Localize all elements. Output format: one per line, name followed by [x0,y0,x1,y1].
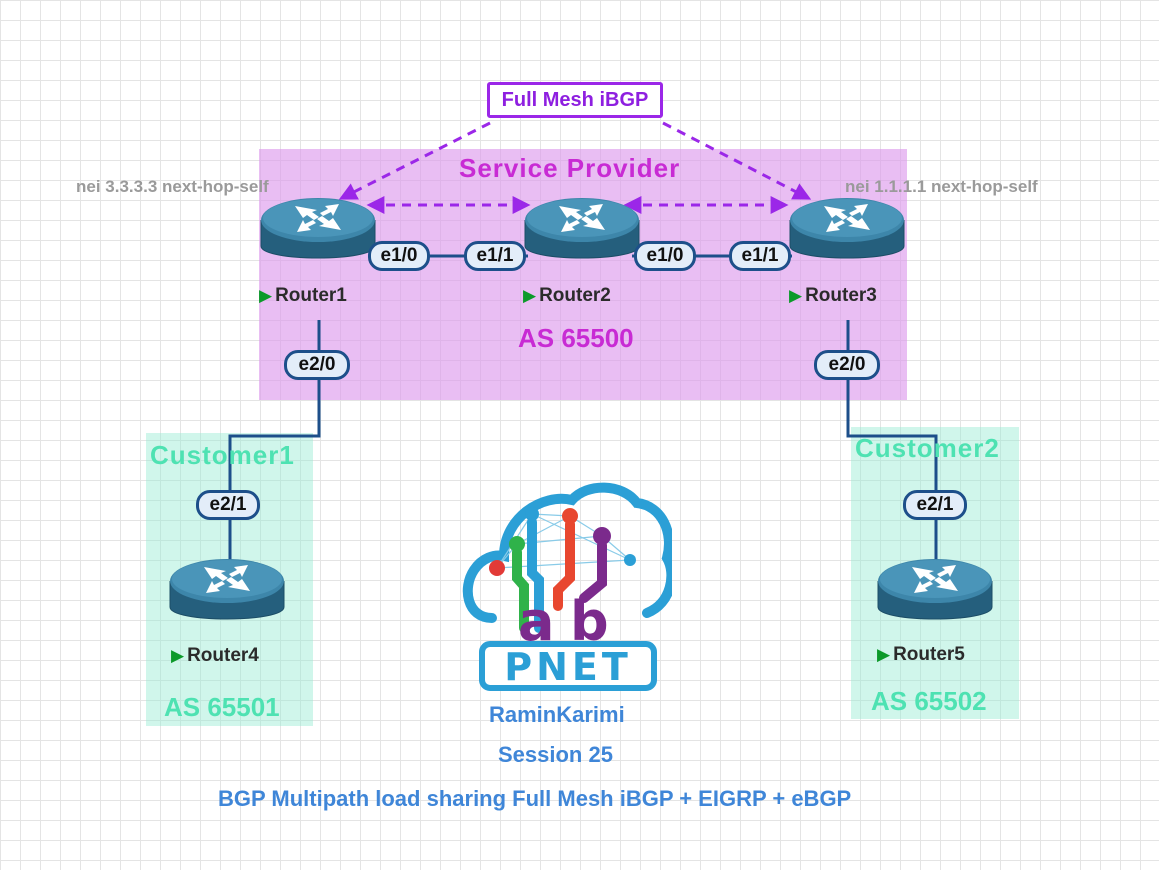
router4-label[interactable]: ▶Router4 [171,645,259,667]
iface-r5-e2-1: e2/1 [903,490,967,520]
router1-icon[interactable] [259,196,377,270]
iface-r1-e2-0: e2/0 [284,350,350,380]
iface-r3-e1-1: e1/1 [729,241,791,271]
router3-icon[interactable] [788,196,906,270]
pnetlab-logo: a b PNET [462,482,672,691]
router4-icon[interactable] [168,557,286,631]
router2-icon[interactable] [523,196,641,270]
router2-label[interactable]: ▶Router2 [523,285,611,307]
customer2-title: Customer2 [855,433,1000,463]
start-icon: ▶ [877,645,891,664]
service-provider-title: Service Provider [459,153,681,183]
router3-name: Router3 [805,285,877,306]
iface-r2-e1-0: e1/0 [634,241,696,271]
router5-label[interactable]: ▶Router5 [877,644,965,666]
router5-icon[interactable] [876,557,994,631]
as-65501-label: AS 65501 [164,692,280,722]
ibgp-session-r1 [338,121,491,200]
topic-label: BGP Multipath load sharing Full Mesh iBG… [218,786,852,811]
router3-note: nei 1.1.1.1 next-hop-self [845,177,1038,196]
router3-label[interactable]: ▶Router3 [789,285,877,307]
full-mesh-ibgp-label: Full Mesh iBGP [487,82,663,118]
start-icon: ▶ [523,286,537,305]
as-65502-label: AS 65502 [871,686,987,716]
start-icon: ▶ [171,646,185,665]
start-icon: ▶ [259,286,273,305]
router2-name: Router2 [539,285,611,306]
iface-r3-e2-0: e2/0 [814,350,880,380]
router4-name: Router4 [187,645,259,666]
iface-r2-e1-1: e1/1 [464,241,526,271]
router1-label[interactable]: ▶Router1 [259,285,347,307]
session-label: Session 25 [498,742,613,767]
iface-r4-e2-1: e2/1 [196,490,260,520]
router1-name: Router1 [275,285,347,306]
pnet-brand-text: PNET [504,645,632,689]
iface-r1-e1-0: e1/0 [368,241,430,271]
start-icon: ▶ [789,286,803,305]
router1-note: nei 3.3.3.3 next-hop-self [76,177,269,196]
customer1-title: Customer1 [150,440,295,470]
router5-name: Router5 [893,644,965,665]
as-65500-label: AS 65500 [518,323,634,353]
ibgp-session-r3 [662,121,812,200]
author-label: RaminKarimi [489,702,625,727]
